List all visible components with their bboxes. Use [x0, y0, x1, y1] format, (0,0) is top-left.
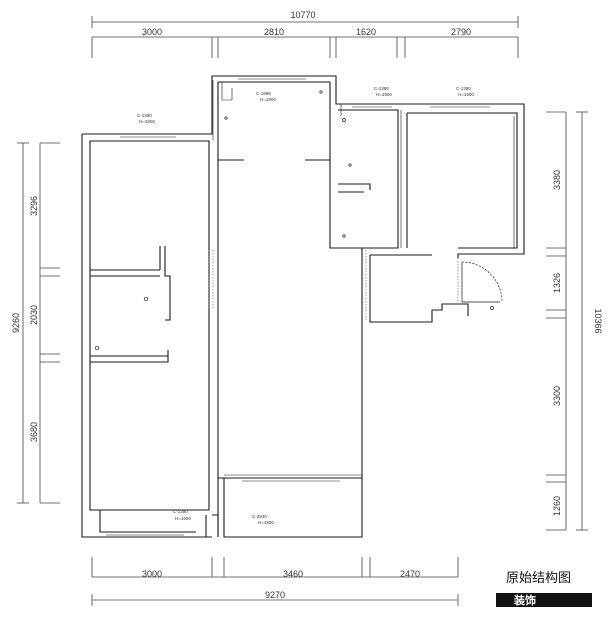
top-dimension-1: 3000 [142, 27, 162, 37]
window-tag-1-height: H=1900 [139, 119, 155, 124]
subtitle-bar [496, 593, 592, 607]
window-bedroom-left [120, 133, 176, 138]
window-tag-3-height: H=1900 [376, 92, 392, 97]
entry-door [461, 261, 503, 303]
south-balcony [223, 478, 363, 538]
window-tag-4: C-1390 [456, 86, 471, 91]
top-dimension-2: 2810 [264, 27, 284, 37]
right-dimension-2: 1326 [552, 273, 562, 293]
living-area-wall-top [218, 81, 363, 478]
window-tag-4-height: H=1900 [458, 92, 474, 97]
window-balcony [242, 477, 340, 482]
window-tag-5: C-1390 [173, 509, 188, 514]
inner-wall-lines [212, 80, 515, 476]
window-tag-2-height: H=1900 [260, 97, 276, 102]
bedroom-right-outline [407, 112, 518, 249]
title-block: 原始结构图 装饰 [496, 571, 592, 607]
right-dimension-4: 1260 [552, 496, 562, 516]
bottom-dimension-3: 2470 [400, 569, 420, 579]
fixture-marks [94, 90, 494, 351]
right-total-dimension: 10366 [593, 308, 603, 333]
bottom-dimension-1: 3000 [142, 569, 162, 579]
window-marks [106, 75, 490, 536]
top-dimension-chain [91, 16, 519, 58]
drawing-subtitle: 装饰 [513, 593, 536, 607]
window-tag-6-height: H=1900 [258, 520, 274, 525]
window-bath [352, 103, 392, 108]
window-tag-2: C-1890 [256, 91, 271, 96]
top-dimension-4: 2790 [451, 27, 471, 37]
bottom-dimension-2: 3460 [283, 569, 303, 579]
window-tag-5-height: H=1900 [175, 516, 191, 521]
window-bedroom-right [430, 103, 490, 108]
bottom-dimension-chain [91, 557, 459, 606]
window-tag-6: C-2940 [252, 514, 267, 519]
window-south-left [106, 531, 184, 536]
exterior-walls [81, 75, 525, 538]
right-dimension-1: 3380 [552, 170, 562, 190]
window-kitchen [238, 75, 306, 80]
entry-outline [369, 255, 469, 323]
right-dimension-chain [546, 111, 588, 531]
bathroom-outline [338, 109, 399, 249]
right-dimension-3: 3300 [552, 386, 562, 406]
top-total-dimension: 10770 [290, 10, 315, 20]
left-total-dimension: 9260 [11, 313, 21, 333]
door-openings [208, 250, 459, 320]
left-dimension-2: 2030 [29, 305, 39, 325]
drawing-title: 原始结构图 [506, 571, 571, 586]
window-tags: C-1390 H=1900 C-1890 H=1900 C-1390 H=190… [137, 86, 474, 525]
left-dimension-1: 3296 [29, 196, 39, 216]
top-dimension-3: 1620 [356, 27, 376, 37]
left-wing-inner-wall [89, 140, 210, 511]
left-dimension-3: 3680 [29, 422, 39, 442]
left-wing-west-wall [81, 134, 212, 538]
window-tag-3: C-1390 [374, 86, 389, 91]
left-dimension-chain [17, 142, 60, 504]
window-tag-1: C-1390 [137, 113, 152, 118]
left-wing-outer-wall [82, 75, 525, 258]
bottom-total-dimension: 9270 [265, 590, 285, 600]
